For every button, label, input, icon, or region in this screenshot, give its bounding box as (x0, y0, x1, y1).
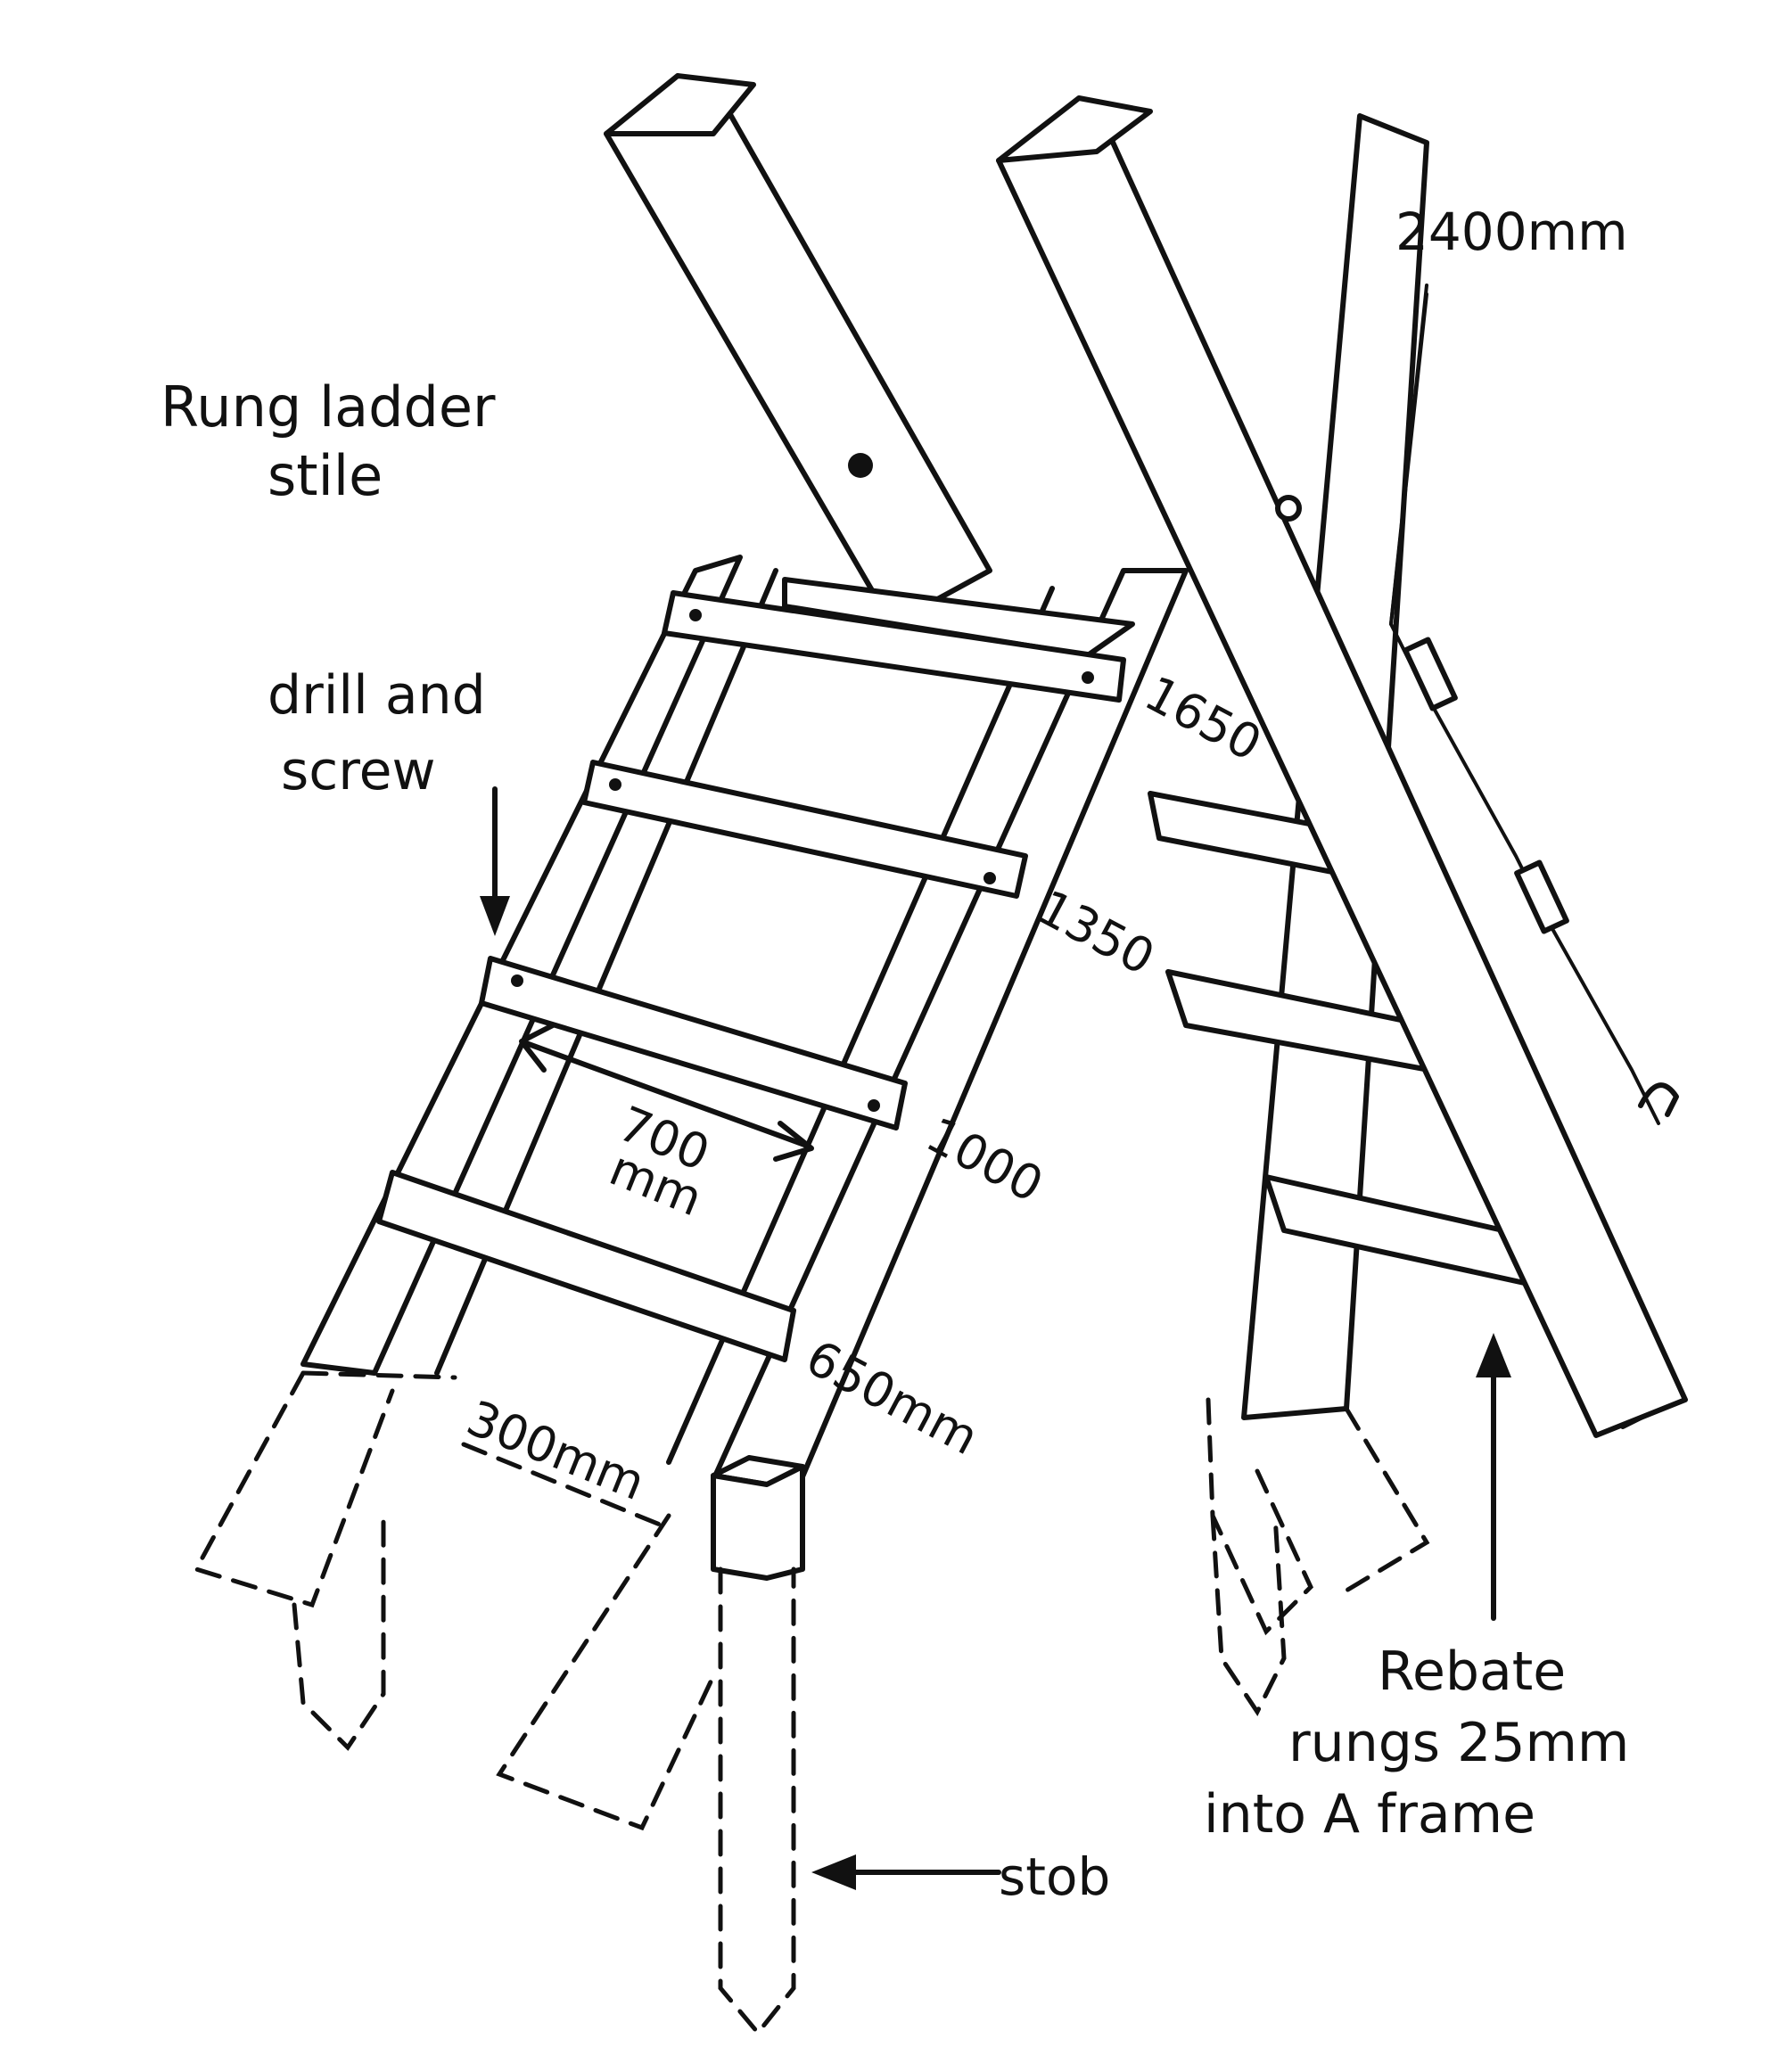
depth-line-dashed (461, 1442, 663, 1527)
rung-1350 (581, 760, 1028, 899)
stob-label: stob (999, 1846, 1110, 1907)
rear-stake-dashed (1210, 1513, 1287, 1716)
drill-line2: screw (281, 740, 436, 802)
front-left-plank-top (604, 73, 756, 136)
wire-clip-2 (1514, 859, 1569, 934)
dimension-markers (480, 284, 1511, 1621)
width-arrow-right (773, 1121, 814, 1162)
right-foot-dashed (496, 1513, 716, 1831)
rung-1000 (479, 956, 908, 1131)
ground-line-dashed (300, 1370, 457, 1380)
length-leader (1389, 284, 1428, 626)
screw-4 (984, 872, 996, 884)
stob-buried (718, 1566, 796, 2036)
left-stake-dashed (292, 1513, 386, 1751)
wire-hook (1638, 1082, 1679, 1117)
rung-1650 (662, 590, 1126, 703)
rear-foot-dashed-2 (1335, 1406, 1430, 1599)
front-ladder (193, 555, 1189, 1831)
screw-3 (609, 778, 621, 791)
title-line1: Rung ladder (160, 374, 496, 440)
wire-clip-1 (1403, 637, 1458, 711)
rebate-line1: Rebate (1378, 1640, 1566, 1703)
rung-650 (376, 1170, 796, 1362)
width-arrow-left (519, 1023, 556, 1073)
dim-1350: 1350 (1029, 879, 1164, 986)
screw-5 (511, 974, 523, 987)
drill-line1: drill and (267, 664, 486, 727)
dim-2400: 2400mm (1395, 201, 1628, 262)
left-foot-dashed (193, 1370, 395, 1608)
width-arrow-line (523, 1040, 810, 1148)
rebate-line3: into A frame (1204, 1783, 1535, 1846)
front-left-plank (604, 82, 992, 627)
screw-6 (868, 1099, 880, 1112)
rebate-line2: rungs 25mm (1288, 1712, 1629, 1774)
dim-1000: 1000 (918, 1106, 1052, 1213)
title-line2: stile (267, 443, 383, 508)
screw-1 (689, 609, 702, 621)
bolt-right (1275, 495, 1302, 522)
stob-post (711, 1455, 1001, 2036)
rebate-arrow-head (1476, 1333, 1511, 1377)
rear-foot-dashed (1206, 1397, 1314, 1636)
screw-2 (1082, 671, 1094, 684)
bolt-left (848, 453, 873, 478)
drill-arrow-head (480, 896, 510, 936)
front-right-plank-top (996, 95, 1153, 163)
dim-300: 300mm (459, 1390, 653, 1511)
stob-arrow-head (811, 1854, 856, 1890)
stob-body (711, 1464, 805, 1581)
